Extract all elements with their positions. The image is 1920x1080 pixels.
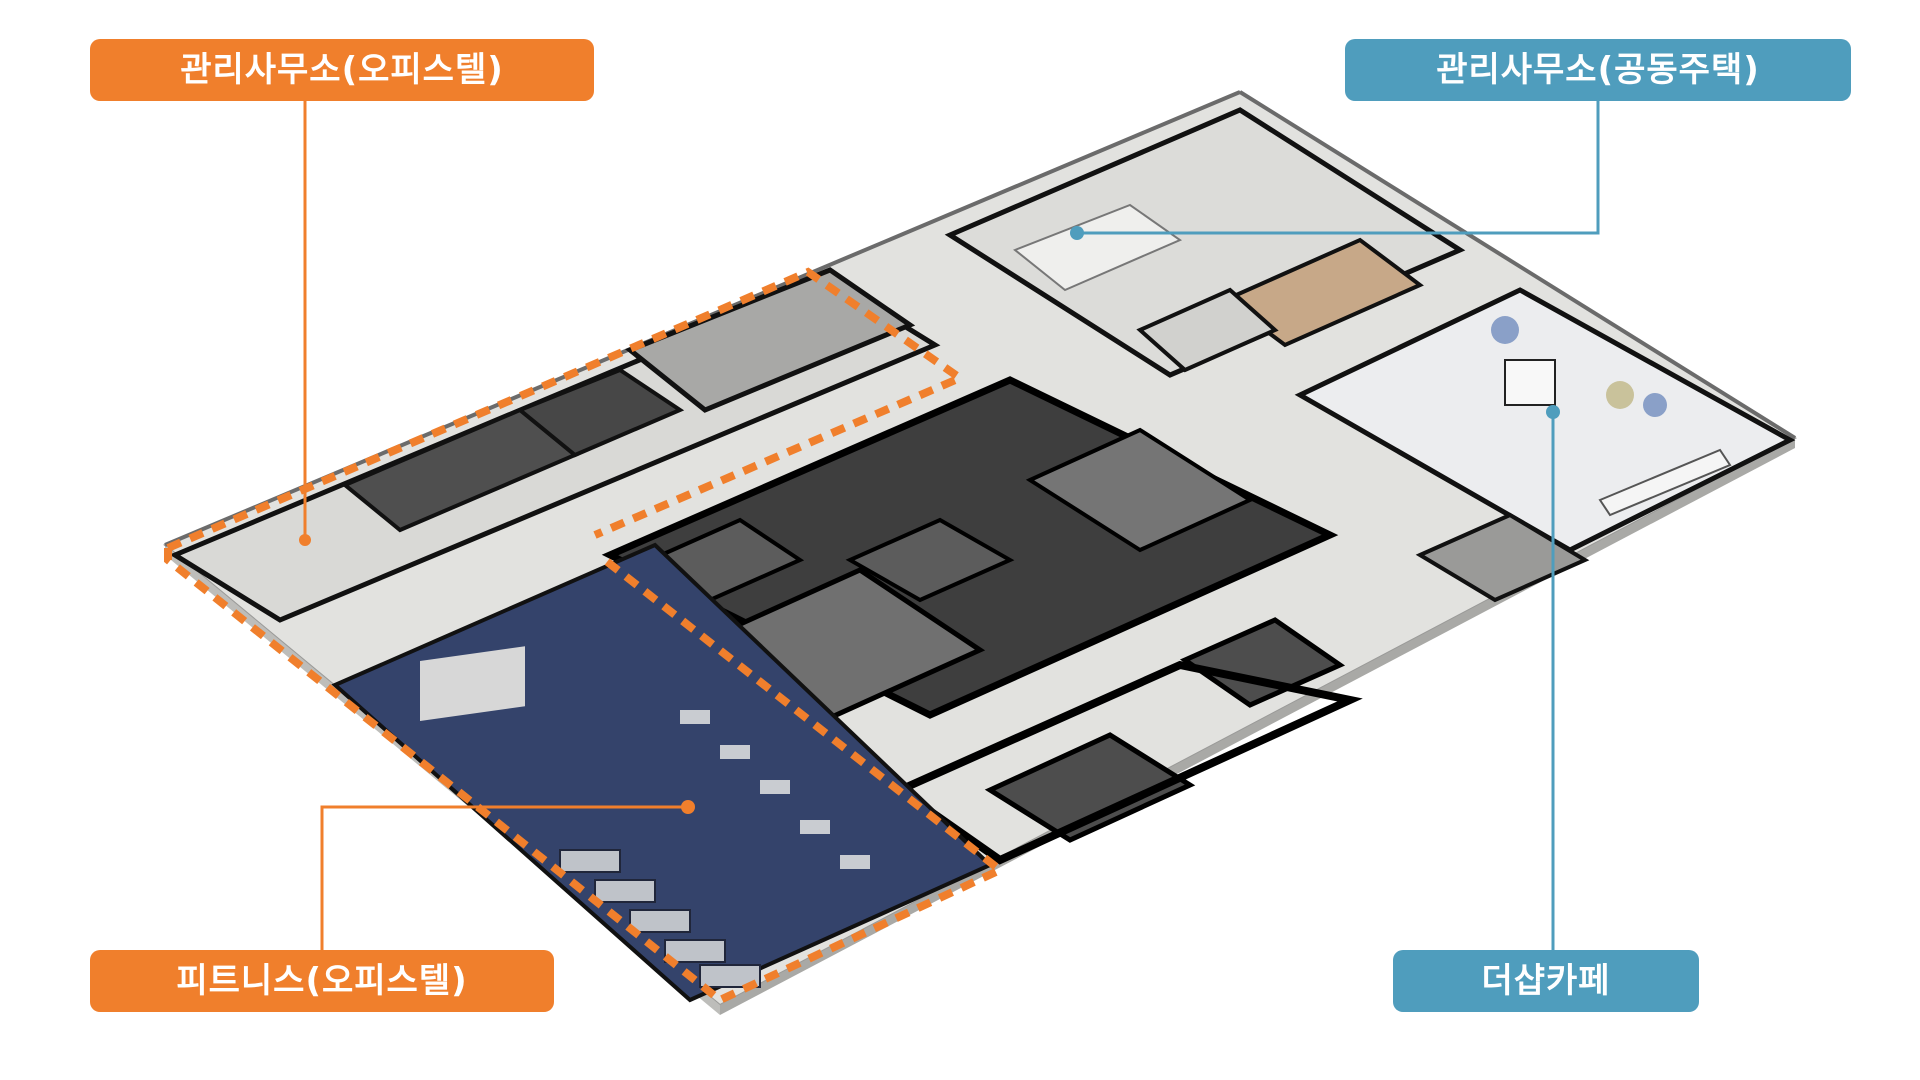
- south-dark-band: [891, 660, 1363, 865]
- core-shaft-2: [845, 517, 1015, 603]
- marker-cafe: [1546, 405, 1560, 419]
- cafe-table-1: [1491, 316, 1519, 344]
- office-zone-dashed-outline: [166, 267, 969, 552]
- cafe-counter: [1504, 359, 1556, 406]
- marker-mgmt-office: [299, 534, 311, 546]
- leader-line-mgmt-apt: [1077, 101, 1600, 235]
- weight-machines: [680, 710, 870, 869]
- label-management-office-officetel: 관리사무소(오피스텔): [90, 39, 594, 101]
- east-shaft: [1179, 617, 1346, 708]
- glass-railing-east: [1238, 90, 1797, 440]
- cafe-table-3: [1643, 393, 1667, 417]
- south-shaft: [984, 732, 1196, 843]
- cafe-bench: [1598, 448, 1732, 517]
- marker-fitness: [681, 800, 695, 814]
- apartment-management-area: [944, 107, 1466, 378]
- treadmill-row: [559, 849, 761, 988]
- cafe-table-2: [1606, 381, 1634, 409]
- restroom-room-2: [516, 367, 685, 458]
- label-management-office-apartment: 관리사무소(공동주택): [1345, 39, 1851, 101]
- small-office-room: [1136, 287, 1279, 373]
- core-stair-2: [1025, 427, 1255, 553]
- fitness-mat: [420, 646, 525, 721]
- fitness-zone-dashed-outline: [164, 548, 1008, 1005]
- label-fitness-officetel: 피트니스(오피스텔): [90, 950, 554, 1012]
- manager-desk-area: [1013, 203, 1183, 292]
- marker-mgmt-apt: [1070, 226, 1084, 240]
- cafe-restroom: [1415, 512, 1590, 603]
- label-the-sharp-cafe: 더샵카페: [1393, 950, 1699, 1012]
- leader-line-fitness: [320, 805, 688, 950]
- storage-room: [625, 267, 916, 413]
